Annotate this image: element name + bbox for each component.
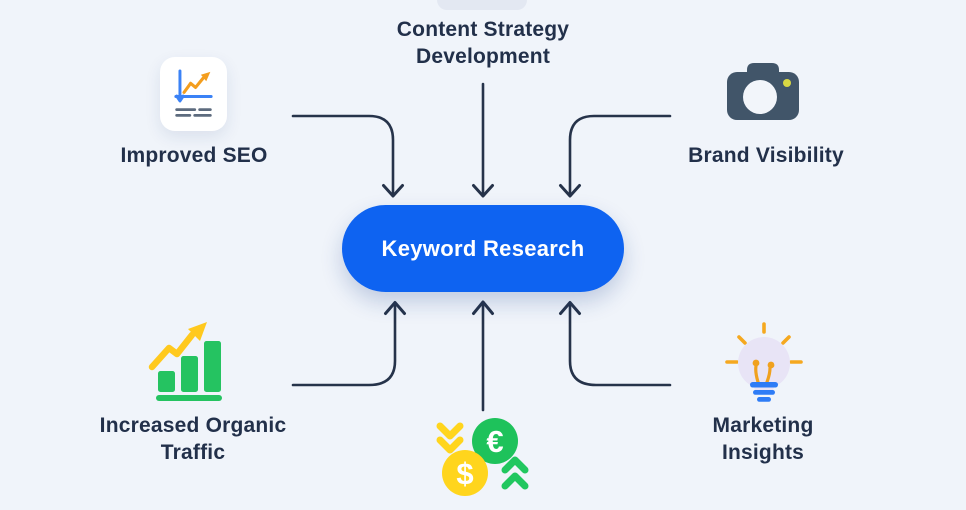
center-node-keyword-research: Keyword Research — [342, 205, 624, 292]
arrow-currency-to-center — [472, 300, 494, 412]
node-label-improved-seo: Improved SEO — [120, 144, 268, 167]
arrow-brand-visibility-to-center — [559, 114, 672, 198]
arrow-improved-seo-to-center — [291, 114, 404, 198]
node-label-increased-organic-traffic: Increased Organic Traffic — [99, 414, 287, 464]
lightbulb-icon — [725, 322, 803, 402]
arrow-organic-traffic-to-center — [291, 301, 406, 387]
lightbulb-rays — [725, 322, 803, 364]
node-label-content-strategy: Content Strategy Development — [396, 18, 570, 68]
chevrons-up-icon — [501, 456, 529, 490]
line-chart-report-icon — [160, 57, 227, 131]
bar-chart-growth-icon — [148, 322, 222, 401]
chevrons-down-icon — [436, 422, 464, 454]
euro-symbol: € — [486, 424, 503, 459]
node-label-marketing-insights: Marketing Insights — [712, 414, 814, 464]
center-node-label: Keyword Research — [381, 235, 585, 261]
arrow-content-strategy-to-center — [472, 82, 494, 198]
cropped-icon-card — [437, 0, 527, 10]
line-chart-glyph — [174, 69, 213, 117]
arrow-marketing-insights-to-center — [559, 301, 672, 387]
node-label-brand-visibility: Brand Visibility — [688, 144, 844, 167]
connector-arrows — [291, 82, 672, 412]
camera-icon — [727, 63, 799, 120]
currency-exchange-icon: € $ — [436, 418, 529, 496]
dollar-symbol: $ — [456, 456, 473, 491]
